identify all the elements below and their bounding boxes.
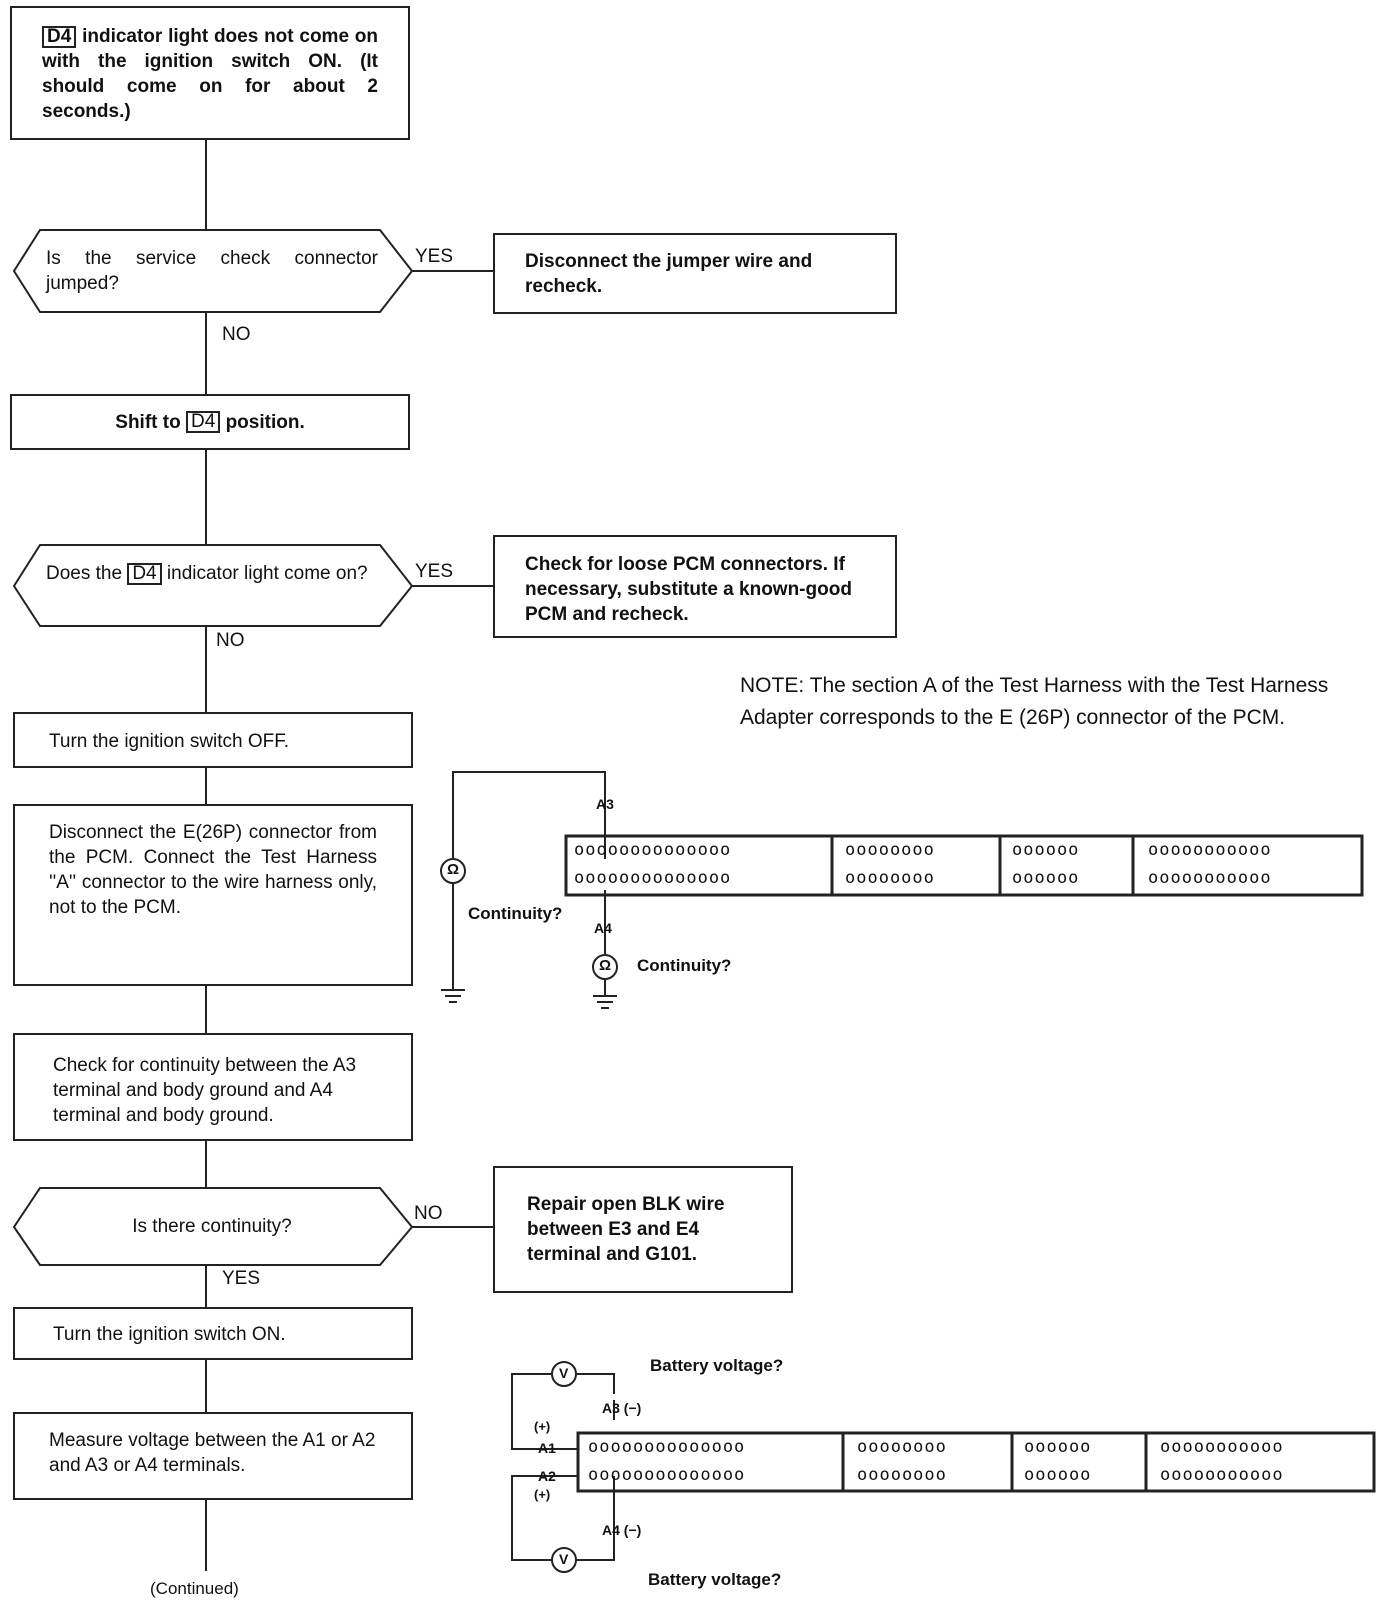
pin-group: ooooooooooo <box>1148 868 1272 888</box>
no-label: NO <box>216 630 245 651</box>
disconnect-jumper-box: Disconnect the jumper wire and recheck. <box>493 233 897 314</box>
check-continuity-box: Check for continuity between the A3 term… <box>13 1033 413 1141</box>
ohm-symbol: Ω <box>599 957 612 974</box>
box-text: Disconnect the jumper wire and recheck. <box>525 251 813 297</box>
pin-group: ooooooooooo <box>1160 1465 1284 1485</box>
pin-group: oooooo <box>1024 1465 1092 1485</box>
shift-post: position. <box>225 411 305 433</box>
start-box: D4 indicator light does not come on with… <box>10 6 410 140</box>
volt-symbol: V <box>559 1551 569 1567</box>
pin-group: oooooooooooooo <box>588 1465 746 1485</box>
voltmeter-icon <box>551 1547 577 1573</box>
connector-pin-row: oooooo <box>1012 868 1079 888</box>
connector-pin-row: ooooooooooo <box>1160 1437 1284 1457</box>
connector-pin-row: oooooooooooooo <box>588 1465 745 1485</box>
d4-badge: D4 <box>42 26 77 48</box>
connector-pin-row: ooooooooooo <box>1160 1465 1284 1485</box>
repair-blk-wire-box: Repair open BLK wire between E3 and E4 t… <box>493 1166 793 1293</box>
pin-group: ooooooooooo <box>1160 1437 1284 1457</box>
pin-group: oooooooooooooo <box>588 1437 746 1457</box>
a3-label: A3 (−) <box>602 1400 642 1416</box>
pin-group: ooooooooooo <box>1148 840 1272 860</box>
connector-pin-row: oooooooooooooo <box>574 840 731 860</box>
disconnect-e26p-box: Disconnect the E(26P) connector from the… <box>13 804 413 986</box>
pin-group: oooooooooooooo <box>574 868 732 888</box>
decision-d4-light: Does the D4 indicator light come on? <box>46 561 378 586</box>
a1-label: A1 <box>538 1440 556 1456</box>
plus-label: (+) <box>534 1419 551 1434</box>
connector-pin-row: ooooooooooo <box>1148 868 1272 888</box>
turn-off-box: Turn the ignition switch OFF. <box>13 712 413 768</box>
pin-group: oooooooooooooo <box>574 840 732 860</box>
shift-pre: Shift to <box>115 411 181 433</box>
volt-symbol: V <box>559 1365 569 1381</box>
decision-post: indicator light come on? <box>166 563 368 584</box>
yes-label: YES <box>415 561 454 582</box>
plus-label: (+) <box>534 1487 551 1502</box>
ohmmeter-icon <box>440 858 466 884</box>
measure-voltage-box: Measure voltage between the A1 or A2 and… <box>13 1412 413 1500</box>
decision-pre: Does the <box>46 563 123 584</box>
connector-pin-row: oooooooooooooo <box>588 1437 745 1457</box>
continuity-right-label: Continuity? <box>637 956 732 975</box>
a4-label: A4 <box>594 920 612 936</box>
battery-voltage-top-label: Battery voltage? <box>650 1356 784 1375</box>
pin-group: oooooo <box>1024 1437 1092 1457</box>
a2-label: A2 <box>538 1468 556 1484</box>
note-text: NOTE: The section A of the Test Harness … <box>740 674 1329 729</box>
pin-group: oooooooo <box>845 868 935 888</box>
a3-label: A3 <box>596 796 614 812</box>
pin-group: oooooo <box>1012 840 1080 860</box>
check-pcm-box: Check for loose PCM connectors. If neces… <box>493 535 897 638</box>
connector-pin-row: oooooooo <box>845 840 935 860</box>
connector-pin-row: ooooooooooo <box>1148 840 1272 860</box>
box-text: Measure voltage between the A1 or A2 and… <box>49 1430 376 1476</box>
turn-on-box: Turn the ignition switch ON. <box>13 1307 413 1360</box>
yes-label: YES <box>222 1268 261 1289</box>
box-text: Check for loose PCM connectors. If neces… <box>525 554 852 625</box>
continuity-left-label: Continuity? <box>468 904 563 923</box>
no-label: NO <box>222 324 251 345</box>
connector-pin-row: oooooooo <box>845 868 935 888</box>
connector-pin-row: oooooo <box>1012 840 1079 860</box>
start-text: indicator light does not come on with th… <box>42 26 379 122</box>
box-text: Turn the ignition switch OFF. <box>49 731 290 752</box>
connector-pin-row: oooooooo <box>857 1437 947 1457</box>
d4-badge: D4 <box>185 411 221 433</box>
connector-pin-row: oooooooo <box>857 1465 947 1485</box>
box-text: Turn the ignition switch ON. <box>53 1324 286 1345</box>
voltmeter-icon <box>551 1361 577 1387</box>
continued-label: (Continued) <box>150 1579 239 1598</box>
box-text: Disconnect the E(26P) connector from the… <box>49 822 377 918</box>
decision-text: Is there continuity? <box>132 1216 292 1237</box>
battery-voltage-bottom-label: Battery voltage? <box>648 1570 782 1589</box>
ohm-symbol: Ω <box>447 861 460 878</box>
box-text: Check for continuity between the A3 term… <box>53 1055 357 1126</box>
pin-group: oooooooo <box>857 1465 947 1485</box>
pin-group: oooooo <box>1012 868 1080 888</box>
connector-pin-row: oooooo <box>1024 1465 1091 1485</box>
yes-label: YES <box>415 246 454 267</box>
d4-badge: D4 <box>127 563 162 585</box>
decision-text: Is the service check connector jumped? <box>46 248 378 294</box>
pin-group: oooooooo <box>845 840 935 860</box>
decision-continuity: Is there continuity? <box>46 1214 378 1239</box>
connector-pin-row: oooooooooooooo <box>574 868 731 888</box>
ohmmeter-icon <box>592 954 618 980</box>
no-label: NO <box>414 1203 443 1224</box>
shift-box: Shift to D4 position. <box>10 394 410 450</box>
connector-pin-row: oooooo <box>1024 1437 1091 1457</box>
pin-group: oooooooo <box>857 1437 947 1457</box>
box-text: Repair open BLK wire between E3 and E4 t… <box>527 1194 725 1265</box>
a4-label: A4 (−) <box>602 1522 642 1538</box>
decision-service-check: Is the service check connector jumped? <box>46 246 378 296</box>
